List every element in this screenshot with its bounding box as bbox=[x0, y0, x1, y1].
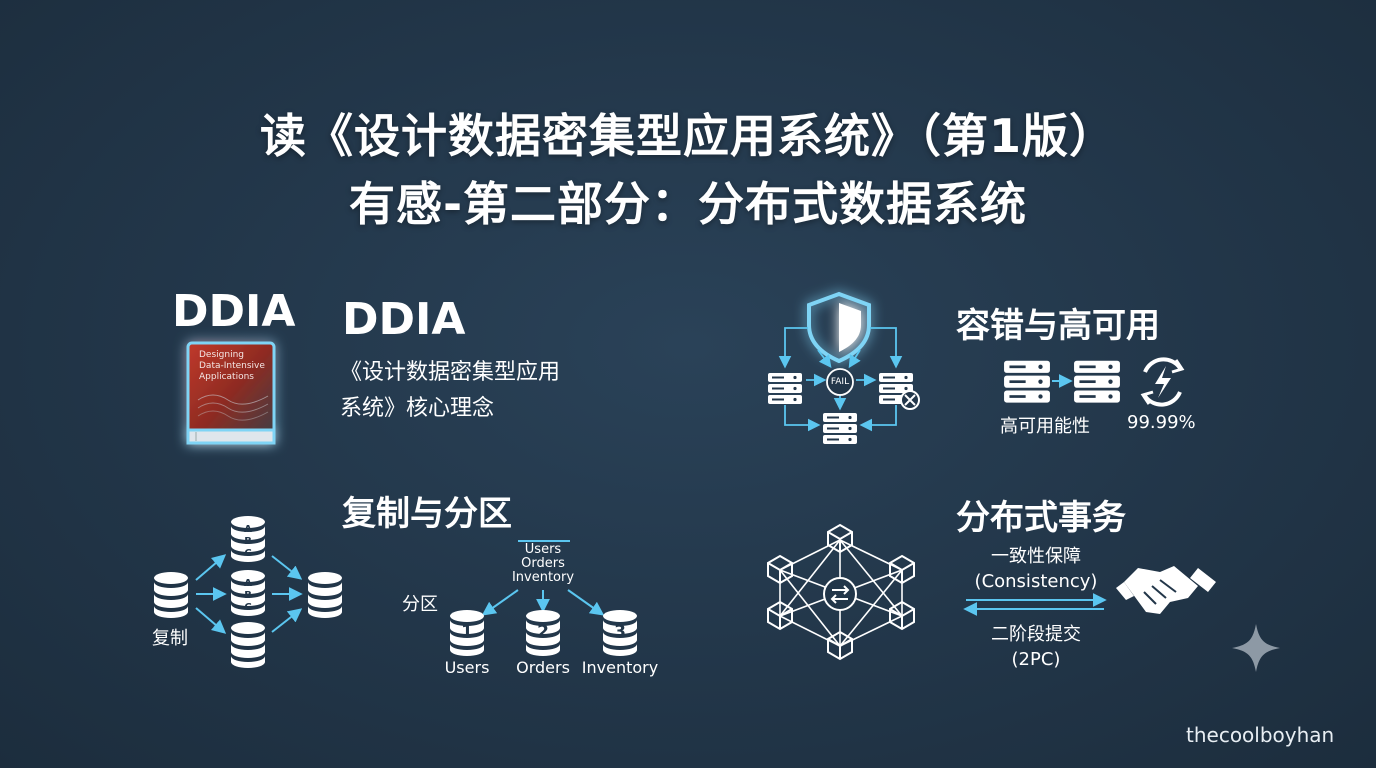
watermark: thecoolboyhan bbox=[1186, 723, 1335, 747]
source-table-orders: Orders bbox=[521, 556, 565, 571]
replication-heading: 复制与分区 bbox=[342, 494, 512, 534]
fault-heading: 容错与高可用 bbox=[956, 306, 1160, 346]
replication-arrows bbox=[195, 554, 303, 634]
partition-2-name: Orders bbox=[516, 658, 570, 677]
shield-icon bbox=[807, 291, 871, 364]
page-title-line1: 读《设计数据密集型应用系统》（第1版） bbox=[259, 109, 1116, 163]
letter-c: C bbox=[244, 548, 252, 559]
book-cover-texture bbox=[197, 394, 269, 421]
letter-a: A bbox=[244, 578, 252, 589]
sparkle-icon bbox=[1232, 624, 1280, 672]
commit-arrows bbox=[963, 593, 1107, 616]
ddia-desc-line2: 系统》核心理念 bbox=[340, 396, 495, 421]
partition-1-number: 1 bbox=[461, 622, 473, 642]
partition-arrows bbox=[481, 589, 605, 616]
transactions-heading: 分布式事务 bbox=[956, 498, 1126, 538]
db-letters-1: A B C bbox=[241, 524, 255, 560]
source-table-inventory: Inventory bbox=[511, 570, 575, 585]
book-icon bbox=[186, 341, 276, 445]
node-cube-tr-icon bbox=[889, 555, 915, 584]
book-cover-line2: Data-Intensive bbox=[199, 361, 265, 371]
consistency-line2: (Consistency) bbox=[974, 571, 1098, 592]
book-cover-title: Designing Data-Intensive Applications bbox=[199, 350, 269, 383]
db-source-icon bbox=[154, 572, 188, 618]
db-replica-3-icon bbox=[231, 622, 265, 668]
partition-3-name: Inventory bbox=[581, 658, 659, 677]
partition-source-tables: Users Orders Inventory bbox=[503, 543, 583, 585]
refresh-bolt-icon bbox=[1140, 357, 1185, 407]
twopc-line1: 二阶段提交 bbox=[991, 624, 1081, 645]
server-bottom-icon bbox=[823, 413, 857, 444]
letter-a: A bbox=[244, 524, 252, 535]
book-cover-line1: Designing bbox=[199, 350, 244, 360]
network-lines bbox=[779, 539, 903, 647]
ha-label: 高可用能性 bbox=[1000, 416, 1090, 437]
ddia-logo-text: DDIA bbox=[172, 286, 296, 337]
node-cube-tl-icon bbox=[767, 555, 793, 584]
failed-x-icon bbox=[900, 390, 920, 410]
server-replica-icon bbox=[1074, 360, 1120, 403]
fail-label: FAIL bbox=[830, 377, 850, 387]
page-title-line2: 有感-第二部分：分布式数据系统 bbox=[348, 177, 1028, 231]
letter-b: B bbox=[244, 590, 252, 601]
server-primary-icon bbox=[1004, 360, 1050, 403]
ddia-desc-line1: 《设计数据密集型应用 bbox=[340, 360, 561, 385]
partition-2-number: 2 bbox=[537, 622, 549, 642]
twopc-text: 二阶段提交 (2PC) bbox=[956, 622, 1116, 672]
ddia-heading: DDIA bbox=[342, 294, 466, 345]
consistency-line1: 一致性保障 bbox=[991, 546, 1081, 567]
letter-b: B bbox=[244, 536, 252, 547]
letter-c: C bbox=[244, 602, 252, 613]
twopc-line2: (2PC) bbox=[1011, 649, 1061, 670]
handshake-icon bbox=[1116, 566, 1216, 614]
db-letters-2: A B C bbox=[241, 578, 255, 614]
server-left-icon bbox=[768, 373, 802, 404]
failover-arrows bbox=[778, 327, 903, 432]
consistency-text: 一致性保障 (Consistency) bbox=[956, 544, 1116, 594]
db-target-icon bbox=[308, 572, 342, 618]
node-cube-top-icon bbox=[827, 524, 853, 553]
book-cover-line3: Applications bbox=[199, 372, 254, 382]
copy-label: 复制 bbox=[152, 628, 188, 649]
uptime-value: 99.99% bbox=[1127, 412, 1196, 433]
partition-1-name: Users bbox=[444, 658, 490, 677]
partition-3-number: 3 bbox=[614, 622, 626, 642]
fail-node-icon bbox=[826, 368, 854, 396]
swap-icon bbox=[823, 577, 857, 611]
source-table-users: Users bbox=[524, 542, 562, 557]
partition-label: 分区 bbox=[402, 594, 438, 615]
